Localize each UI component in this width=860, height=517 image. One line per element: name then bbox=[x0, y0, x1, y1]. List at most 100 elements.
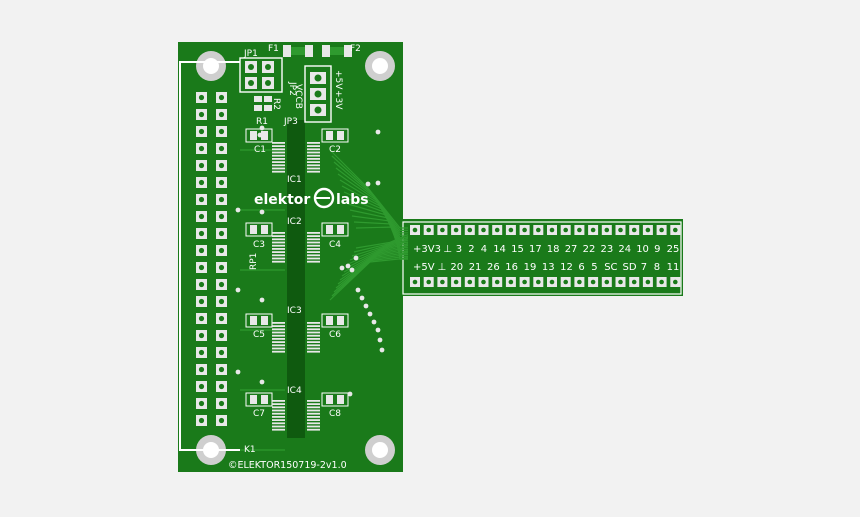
header-pin-label: +5V bbox=[413, 262, 435, 273]
ic-pin bbox=[272, 328, 285, 331]
header-pad-hole bbox=[673, 279, 678, 285]
header-pin-label: 8 bbox=[654, 262, 660, 273]
k1-pad-hole bbox=[198, 196, 205, 203]
capacitor-pad bbox=[326, 131, 333, 140]
capacitor-pad bbox=[261, 131, 268, 140]
header-pin-label: +3V3 bbox=[413, 244, 441, 255]
ic-pin bbox=[272, 167, 285, 170]
header-pin-label: 15 bbox=[511, 244, 524, 255]
label-c3: C3 bbox=[253, 240, 265, 250]
k1-outline bbox=[179, 61, 240, 451]
ic-pin bbox=[272, 158, 285, 160]
capacitor-pad bbox=[250, 131, 257, 140]
ic-pin bbox=[307, 151, 320, 154]
k1-pad-hole bbox=[198, 230, 205, 237]
k1-pad-hole bbox=[218, 264, 225, 271]
via bbox=[349, 267, 355, 273]
jp1-holes bbox=[248, 64, 271, 86]
label-c2: C2 bbox=[329, 145, 341, 155]
header-pad-hole bbox=[494, 279, 500, 285]
label-r2: R2 bbox=[271, 98, 281, 110]
ic-pin bbox=[272, 331, 285, 334]
header-pad-hole bbox=[494, 227, 500, 233]
capacitor-pad bbox=[337, 395, 344, 404]
header-pin-label: 12 bbox=[560, 262, 573, 273]
k1-pad-hole bbox=[198, 281, 205, 288]
ic-pin bbox=[307, 322, 320, 324]
ic-pin bbox=[307, 331, 320, 334]
header-pin-label: SC bbox=[604, 262, 617, 273]
ic-pin bbox=[272, 235, 285, 237]
k1-pad-hole bbox=[198, 417, 205, 424]
label-3v: +3V bbox=[333, 90, 343, 110]
header-pin-label: 5 bbox=[591, 262, 597, 273]
ic-pin bbox=[272, 403, 285, 405]
ic-pin bbox=[307, 251, 320, 253]
header-pin-label: 10 bbox=[636, 244, 649, 255]
label-c4: C4 bbox=[329, 240, 341, 250]
ic-pin bbox=[307, 412, 320, 415]
k1-pad-hole bbox=[198, 213, 205, 220]
ic-pin bbox=[307, 167, 320, 170]
capacitor-group bbox=[245, 128, 349, 407]
signal-trace bbox=[331, 155, 408, 231]
jp3-outline bbox=[304, 65, 332, 123]
via bbox=[375, 129, 381, 135]
via bbox=[235, 369, 241, 375]
ic-pin bbox=[272, 251, 285, 253]
ic-pin bbox=[272, 260, 285, 263]
label-c8: C8 bbox=[329, 409, 341, 419]
label-f2: F2 bbox=[350, 44, 361, 54]
capacitor-pad bbox=[261, 395, 268, 404]
header-pin-label: 20 bbox=[450, 262, 463, 273]
k1-pad-hole bbox=[198, 145, 205, 152]
ic-pin bbox=[307, 148, 320, 151]
via bbox=[367, 311, 373, 317]
k1-pad-hole bbox=[218, 179, 225, 186]
label-ic4: IC4 bbox=[287, 386, 302, 396]
ic-pin bbox=[307, 403, 320, 405]
k1-pad-hole bbox=[218, 281, 225, 288]
header-pad-hole bbox=[440, 227, 445, 233]
via bbox=[339, 265, 345, 271]
signal-trace bbox=[355, 234, 409, 249]
via bbox=[235, 287, 241, 293]
ic-pin bbox=[272, 241, 285, 244]
k1-pad-hole bbox=[218, 366, 225, 373]
signal-trace bbox=[351, 237, 409, 257]
k1-pad-hole bbox=[218, 128, 225, 135]
label-c6: C6 bbox=[329, 330, 341, 340]
header-pad-hole bbox=[412, 227, 418, 233]
k1-pad-hole bbox=[198, 315, 205, 322]
signal-trace bbox=[345, 243, 409, 269]
k1-pad-hole bbox=[218, 230, 225, 237]
k1-pad-hole bbox=[218, 417, 225, 424]
ic-pin bbox=[307, 260, 320, 263]
logo-e-icon bbox=[313, 187, 335, 209]
header-pin-label: 25 bbox=[667, 244, 680, 255]
fuse-f2 bbox=[322, 45, 352, 57]
header-pin-label: 23 bbox=[601, 244, 614, 255]
via bbox=[375, 327, 381, 333]
ic-pin bbox=[272, 142, 285, 144]
k1-pad-hole bbox=[198, 349, 205, 356]
header-pad-hole bbox=[631, 279, 637, 285]
header-pin-label: ⊥ bbox=[443, 244, 452, 255]
logo-text-right: labs bbox=[336, 192, 369, 208]
label-k1: K1 bbox=[244, 445, 256, 455]
k1-pad-hole bbox=[198, 94, 205, 101]
k1-pad-hole bbox=[218, 383, 225, 390]
via bbox=[259, 209, 265, 215]
ic-pin bbox=[307, 347, 320, 350]
k1-pad-hole bbox=[218, 315, 225, 322]
header-pin-label: 21 bbox=[469, 262, 482, 273]
capacitor-outline bbox=[321, 313, 349, 328]
header-pad-hole bbox=[631, 227, 637, 233]
k1-pad-hole bbox=[218, 111, 225, 118]
header-pin-label: 17 bbox=[529, 244, 542, 255]
header-pin-label: 24 bbox=[618, 244, 631, 255]
k1-pad-hole bbox=[218, 213, 225, 220]
label-rp1: RP1 bbox=[249, 253, 259, 270]
